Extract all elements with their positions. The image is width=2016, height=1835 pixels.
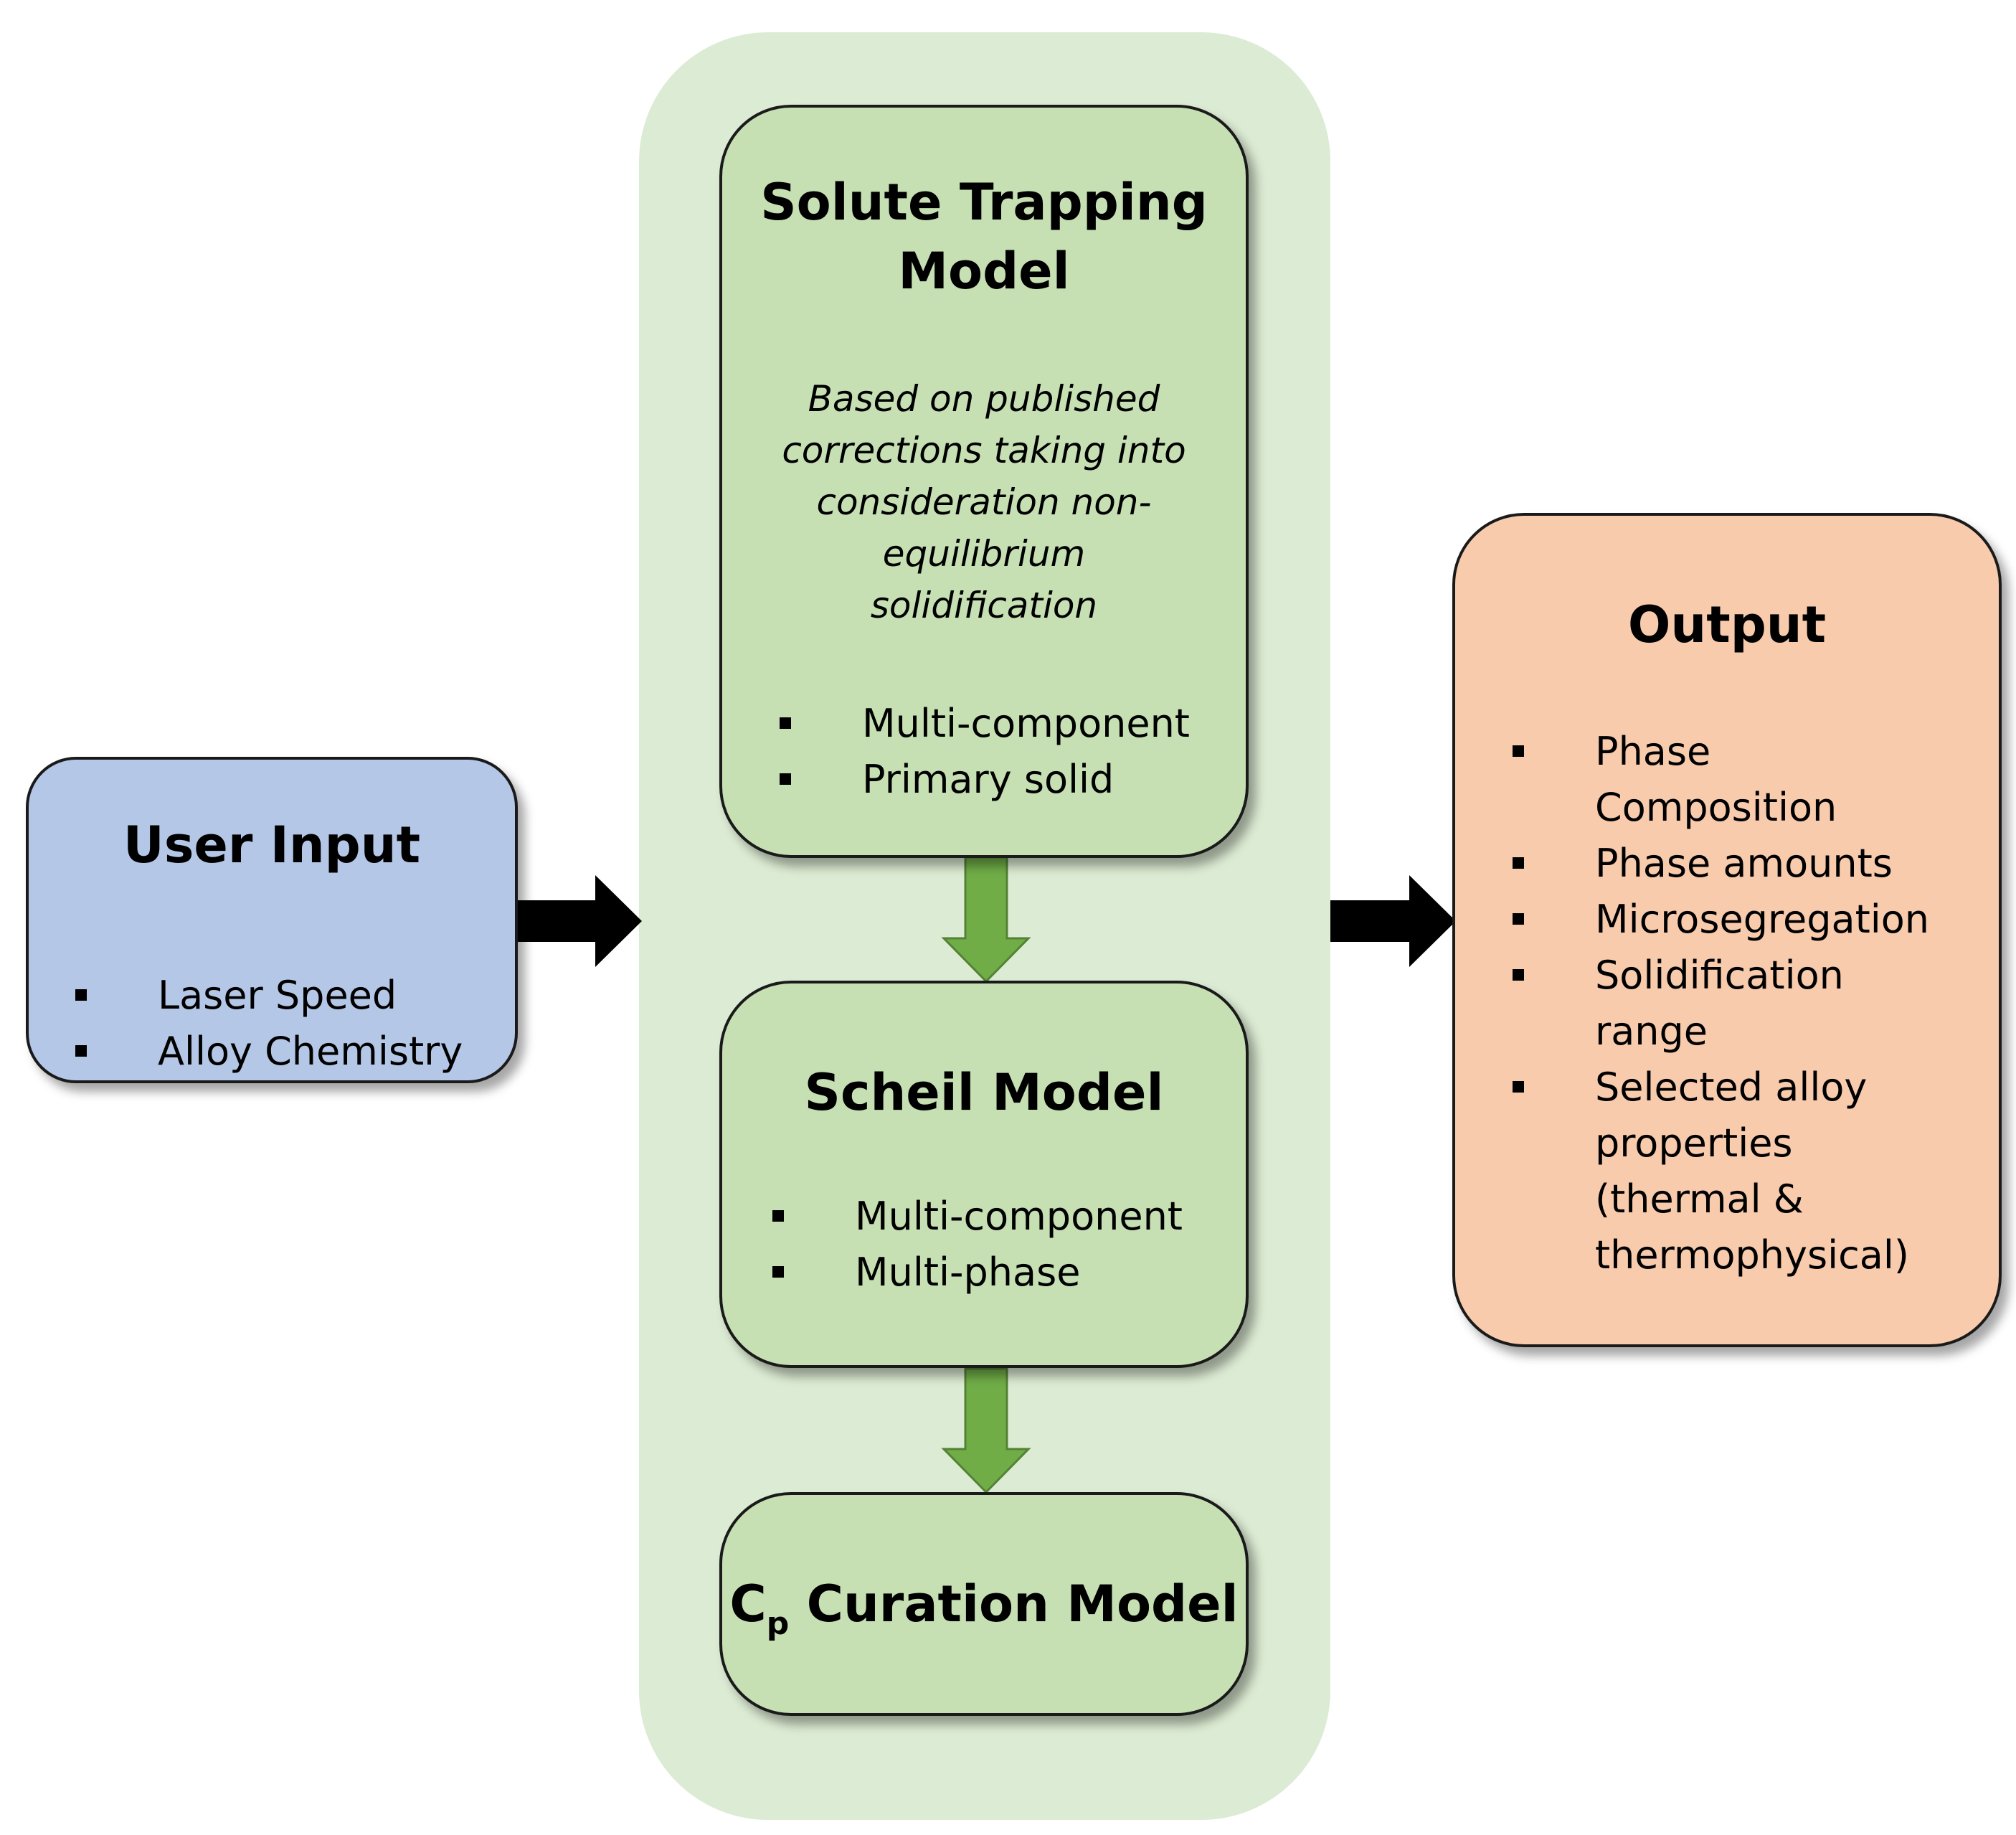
user-input-list: Laser Speed Alloy Chemistry — [75, 968, 463, 1080]
bullet-icon — [1513, 913, 1524, 925]
cp-curation-box: Cp Curation Model — [719, 1492, 1249, 1716]
solute-trapping-title-line1: Solute Trapping — [760, 173, 1208, 232]
cp-curation-title: Cp Curation Model — [729, 1575, 1239, 1642]
solute-trapping-box: Solute Trapping Model Based on published… — [719, 105, 1249, 858]
bullet-icon — [1513, 745, 1524, 757]
input-to-models-arrow — [516, 875, 642, 967]
bullet-icon — [1513, 969, 1524, 981]
output-item: Microsegregation — [1513, 892, 1929, 948]
solute-trapping-item: Primary solid — [780, 752, 1190, 808]
scheil-to-cp-arrow — [941, 1367, 1031, 1494]
user-input-box: User Input Laser Speed Alloy Chemistry — [26, 757, 518, 1083]
bullet-icon — [1513, 857, 1524, 869]
scheil-model-box: Scheil Model Multi-component Multi-phase — [719, 981, 1249, 1368]
models-to-output-arrow — [1330, 875, 1456, 967]
bullet-icon — [772, 1266, 784, 1278]
scheil-model-title: Scheil Model — [804, 1063, 1164, 1122]
solute-trapping-item: Multi-component — [780, 696, 1190, 752]
bullet-icon — [75, 989, 87, 1001]
output-title: Output — [1627, 595, 1827, 654]
solute-trapping-list: Multi-component Primary solid — [780, 696, 1190, 808]
user-input-item: Laser Speed — [75, 968, 463, 1024]
scheil-model-item: Multi-phase — [772, 1245, 1183, 1301]
solute-trapping-title-line2: Model — [898, 242, 1070, 301]
bullet-icon — [780, 773, 791, 785]
output-item: Phase amounts — [1513, 836, 1929, 892]
bullet-icon — [75, 1045, 87, 1057]
user-input-item: Alloy Chemistry — [75, 1024, 463, 1080]
bullet-icon — [1513, 1081, 1524, 1093]
scheil-model-list: Multi-component Multi-phase — [772, 1189, 1183, 1301]
bullet-icon — [772, 1210, 784, 1222]
user-input-title: User Input — [123, 816, 421, 874]
solute-trapping-description: Based on published corrections taking in… — [782, 378, 1186, 626]
scheil-model-item: Multi-component — [772, 1189, 1183, 1245]
bullet-icon — [780, 717, 791, 729]
solute-to-scheil-arrow — [941, 856, 1031, 983]
